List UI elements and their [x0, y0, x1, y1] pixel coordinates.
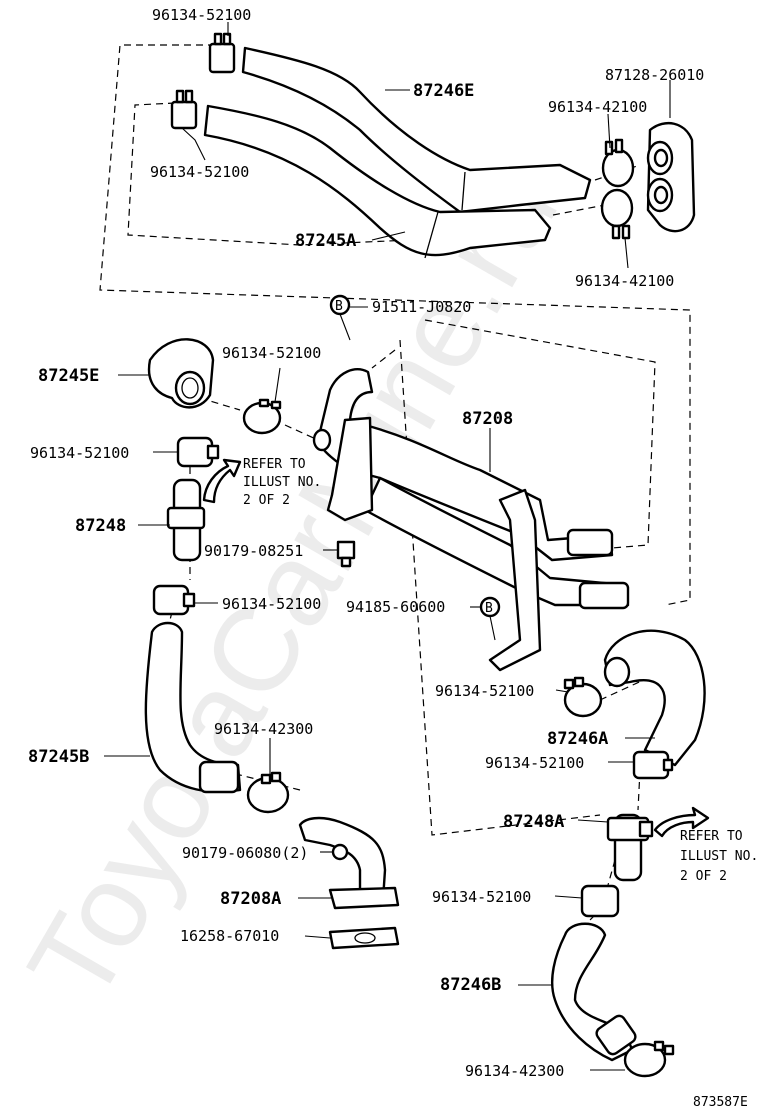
- leader-lines: [104, 22, 671, 1071]
- pipe-87208-shape: [312, 368, 630, 672]
- label-gasket-16258: 16258-67010: [180, 927, 279, 945]
- clamp-42300-b-shape: [623, 1040, 675, 1078]
- clamp-top-1-shape: [208, 32, 236, 74]
- label-clamp-mid-5: 96134-52100: [485, 754, 584, 772]
- label-hose-87246a: 87246A: [547, 729, 608, 749]
- gasket-16258-shape: [328, 926, 400, 950]
- label-clamp-mid-3: 96134-52100: [222, 595, 321, 613]
- refer-note-2-line-2: ILLUST NO.: [680, 849, 758, 864]
- label-hose-87245e: 87245E: [38, 366, 99, 386]
- ref-b-symbol-2: B: [485, 601, 493, 616]
- refer-note-1-line-3: 2 OF 2: [243, 493, 290, 508]
- label-clamp-42100-a: 96134-42100: [548, 98, 647, 116]
- refer-note-1-line-1: REFER TO: [243, 457, 306, 472]
- label-pipe-87208: 87208: [462, 409, 513, 429]
- gasket-87128-shape: [646, 121, 696, 233]
- label-clamp-mid-4: 96134-52100: [435, 682, 534, 700]
- refer-arrow-1: [202, 458, 242, 504]
- refer-note-2-line-1: REFER TO: [680, 829, 743, 844]
- clamp-42100-shapes: [600, 138, 635, 240]
- refer-note-2-line-3: 2 OF 2: [680, 869, 727, 884]
- label-nut-90179-08251: 90179-08251: [204, 542, 303, 560]
- label-clamp-top-1: 96134-52100: [152, 6, 251, 24]
- clamp-low-1-shape: [580, 884, 620, 918]
- hose-87245b-shape: [144, 621, 242, 794]
- figure-id: 873587E: [693, 1095, 748, 1110]
- label-hose-87245a: 87245A: [295, 231, 356, 251]
- clamp-mid-4-shape: [563, 676, 603, 718]
- valve-87248-shape: [166, 478, 206, 562]
- label-hose-87246e: 87246E: [413, 81, 474, 101]
- label-valve-87248: 87248: [75, 516, 126, 536]
- label-bolt-91511: 91511-J0820: [372, 298, 471, 316]
- label-hose-87245b: 87245B: [28, 747, 89, 767]
- refer-arrow-2: [653, 806, 710, 838]
- clamp-42300-a-shape: [246, 771, 290, 814]
- hose-87246b-shape: [551, 922, 637, 1062]
- hose-87245e-shape: [147, 338, 215, 409]
- label-clamp-42100-b: 96134-42100: [575, 272, 674, 290]
- hose-87246e-shape: [241, 46, 592, 214]
- clamp-mid-5-shape: [632, 750, 674, 780]
- label-clamp-mid-2: 96134-52100: [30, 444, 129, 462]
- label-clamp-42300-b: 96134-42300: [465, 1062, 564, 1080]
- label-clamp-low-1: 96134-52100: [432, 888, 531, 906]
- clamp-top-2-shape: [170, 89, 198, 130]
- label-clamp-42300-a: 96134-42300: [214, 720, 313, 738]
- label-clamp-mid-1: 96134-52100: [222, 344, 321, 362]
- label-nut-90179-06080: 90179-06080(2): [182, 844, 308, 862]
- label-gasket-87128: 87128-26010: [605, 66, 704, 84]
- ref-b-symbol-1: B: [335, 299, 343, 314]
- label-hose-87246b: 87246B: [440, 975, 501, 995]
- clamp-mid-2-shape: [176, 436, 220, 468]
- valve-87248a-shape: [606, 813, 654, 882]
- label-pipe-87208a: 87208A: [220, 889, 281, 909]
- hose-87246a-shape: [603, 629, 706, 767]
- label-clamp-top-2: 96134-52100: [150, 163, 249, 181]
- pipe-87208a-shape: [298, 816, 400, 910]
- clamp-mid-3-shape: [152, 584, 196, 616]
- clamp-mid-1-shape: [242, 398, 282, 435]
- label-valve-87248a: 87248A: [503, 812, 564, 832]
- refer-note-1-line-2: ILLUST NO.: [243, 475, 321, 490]
- hose-87245a-shape: [203, 104, 552, 259]
- nut-90179-06080-shape: [331, 843, 349, 861]
- label-bolt-94185: 94185-60600: [346, 598, 445, 616]
